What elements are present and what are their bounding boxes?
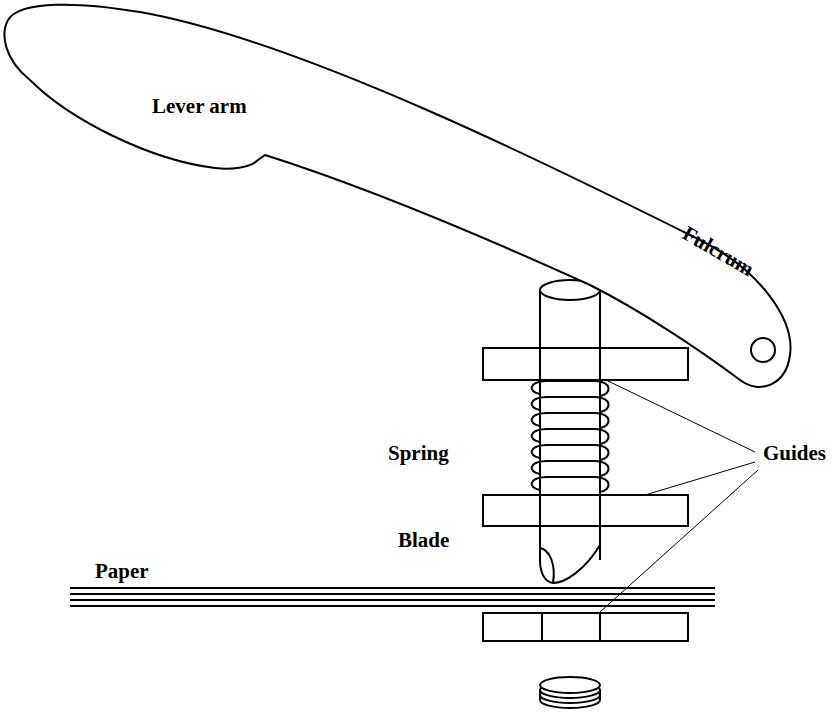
part-label: Lever arm: [152, 95, 247, 118]
spring-turn: [532, 397, 609, 412]
middle-guide: [483, 495, 688, 526]
spring-turn: [532, 381, 609, 396]
lever-outline: [0, 0, 800, 400]
spring-coil: [532, 381, 609, 492]
spring-turn: [532, 429, 609, 444]
part-label: Paper: [95, 560, 149, 583]
lever-arm: Lever arm: [0, 0, 800, 400]
paper-sheets: [70, 588, 715, 606]
part-label: Guides: [763, 442, 826, 465]
guide-leader-lines: [600, 380, 758, 612]
lever-shape: [4, 5, 790, 387]
part-label: Spring: [388, 442, 449, 465]
spring-turn: [532, 445, 609, 460]
part-label: Blade: [398, 529, 449, 552]
blade-plunger: [540, 280, 600, 583]
top-guide: [483, 348, 688, 380]
spring-turn: [532, 413, 609, 428]
fulcrum-pin: [751, 338, 775, 362]
punched-chad: [540, 677, 600, 708]
bottom-guide: [483, 613, 688, 641]
spring-turn: [532, 461, 609, 476]
spring-turn: [532, 477, 609, 492]
